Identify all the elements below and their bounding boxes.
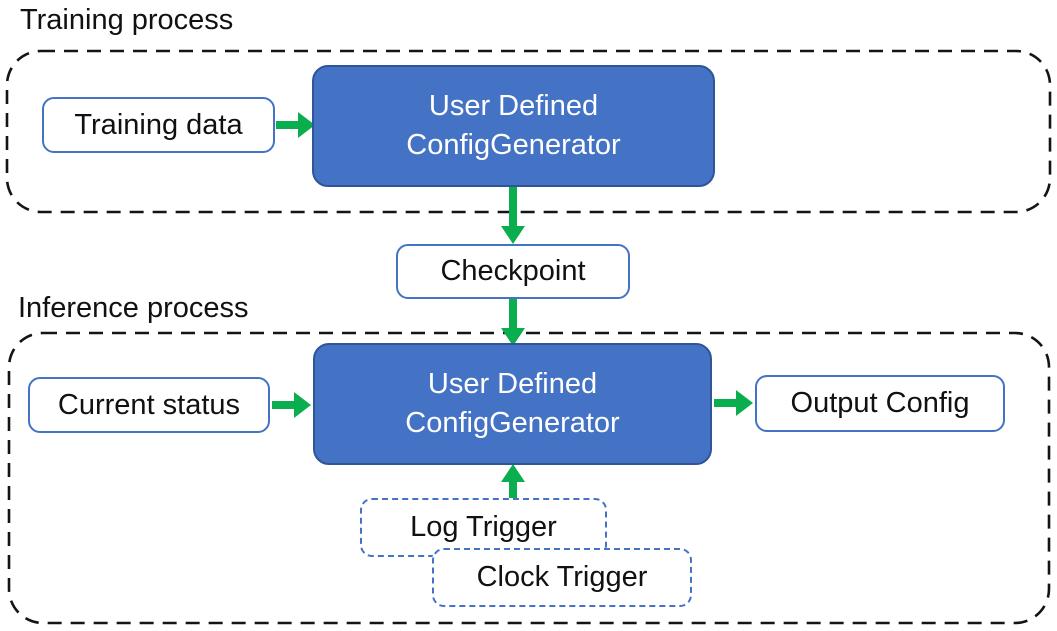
training-container <box>5 49 1052 214</box>
arrow-checkpoint-to-inference-generator <box>501 298 525 346</box>
arrow-generator-to-checkpoint <box>501 186 525 244</box>
inference-process-heading: Inference process <box>18 292 249 324</box>
inference-generator-label-line1: User Defined <box>427 368 598 400</box>
training-process-heading: Training process <box>20 4 234 36</box>
arrow-triggers-to-generator <box>501 464 525 498</box>
arrow-training-data-to-generator <box>276 112 315 138</box>
current-status-box: Current status <box>28 377 270 433</box>
training-generator-box: User Defined ConfigGenerator <box>312 65 715 187</box>
arrow-current-status-to-generator <box>272 392 311 418</box>
clock-trigger-box: Clock Trigger <box>432 548 692 607</box>
inference-generator-label-line2: ConfigGenerator <box>405 407 620 439</box>
checkpoint-box: Checkpoint <box>396 244 630 299</box>
arrow-generator-to-output-config <box>714 390 753 416</box>
inference-generator-box: User Defined ConfigGenerator <box>313 343 712 465</box>
training-generator-label-line1: User Defined <box>428 90 599 122</box>
output-config-box: Output Config <box>755 375 1005 432</box>
inference-container <box>7 331 1051 625</box>
log-trigger-box: Log Trigger <box>360 498 607 557</box>
training-generator-label-line2: ConfigGenerator <box>406 129 621 161</box>
training-data-box: Training data <box>42 97 275 153</box>
